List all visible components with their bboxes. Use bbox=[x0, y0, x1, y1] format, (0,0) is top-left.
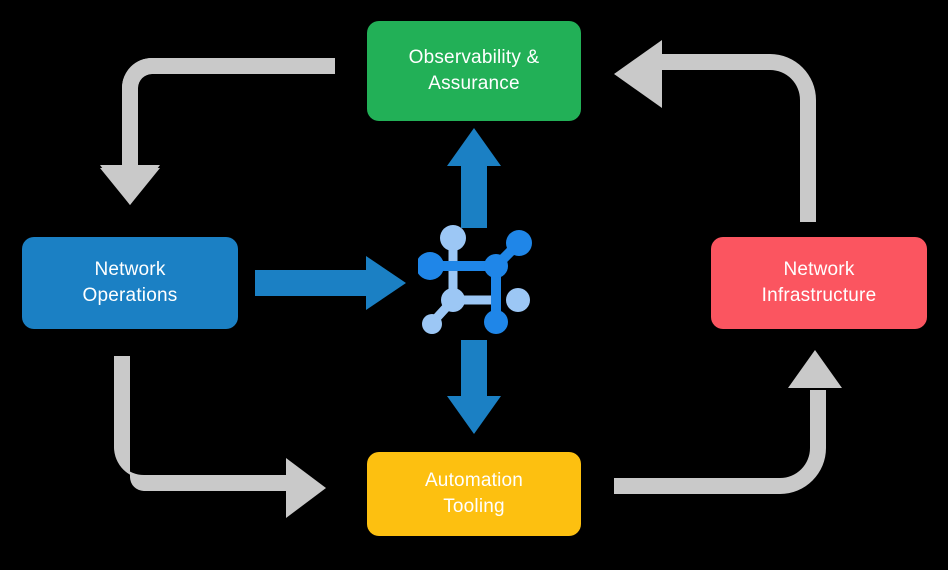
observability-to-operations-arrow bbox=[100, 58, 335, 205]
center-to-automation-arrow bbox=[447, 340, 501, 434]
center-to-observability-arrow bbox=[447, 128, 501, 228]
operations-to-center-arrow bbox=[255, 256, 406, 310]
node-box-network-infrastructure[interactable]: Network Infrastructure bbox=[711, 237, 927, 329]
node-label-automation-tooling: Automation Tooling bbox=[424, 470, 524, 517]
automation-to-infrastructure-arrow bbox=[614, 350, 842, 494]
infrastructure-to-observability-arrow bbox=[614, 40, 816, 222]
node-box-automation-tooling[interactable]: Automation Tooling bbox=[367, 452, 581, 536]
node-label-network-infrastructure: Network Infrastructure bbox=[761, 259, 877, 306]
node-box-network-operations[interactable]: Network Operations bbox=[22, 237, 238, 329]
network-icon-light-edges bbox=[427, 233, 501, 328]
node-label-network-operations: Network Operations bbox=[82, 259, 178, 306]
node-box-observability[interactable]: Observability & Assurance bbox=[367, 21, 581, 121]
network-topology-icon bbox=[418, 225, 532, 334]
operations-to-automation-arrow bbox=[114, 356, 326, 518]
node-label-observability: Observability & Assurance bbox=[408, 47, 540, 94]
network-icon-nodes bbox=[418, 225, 532, 334]
